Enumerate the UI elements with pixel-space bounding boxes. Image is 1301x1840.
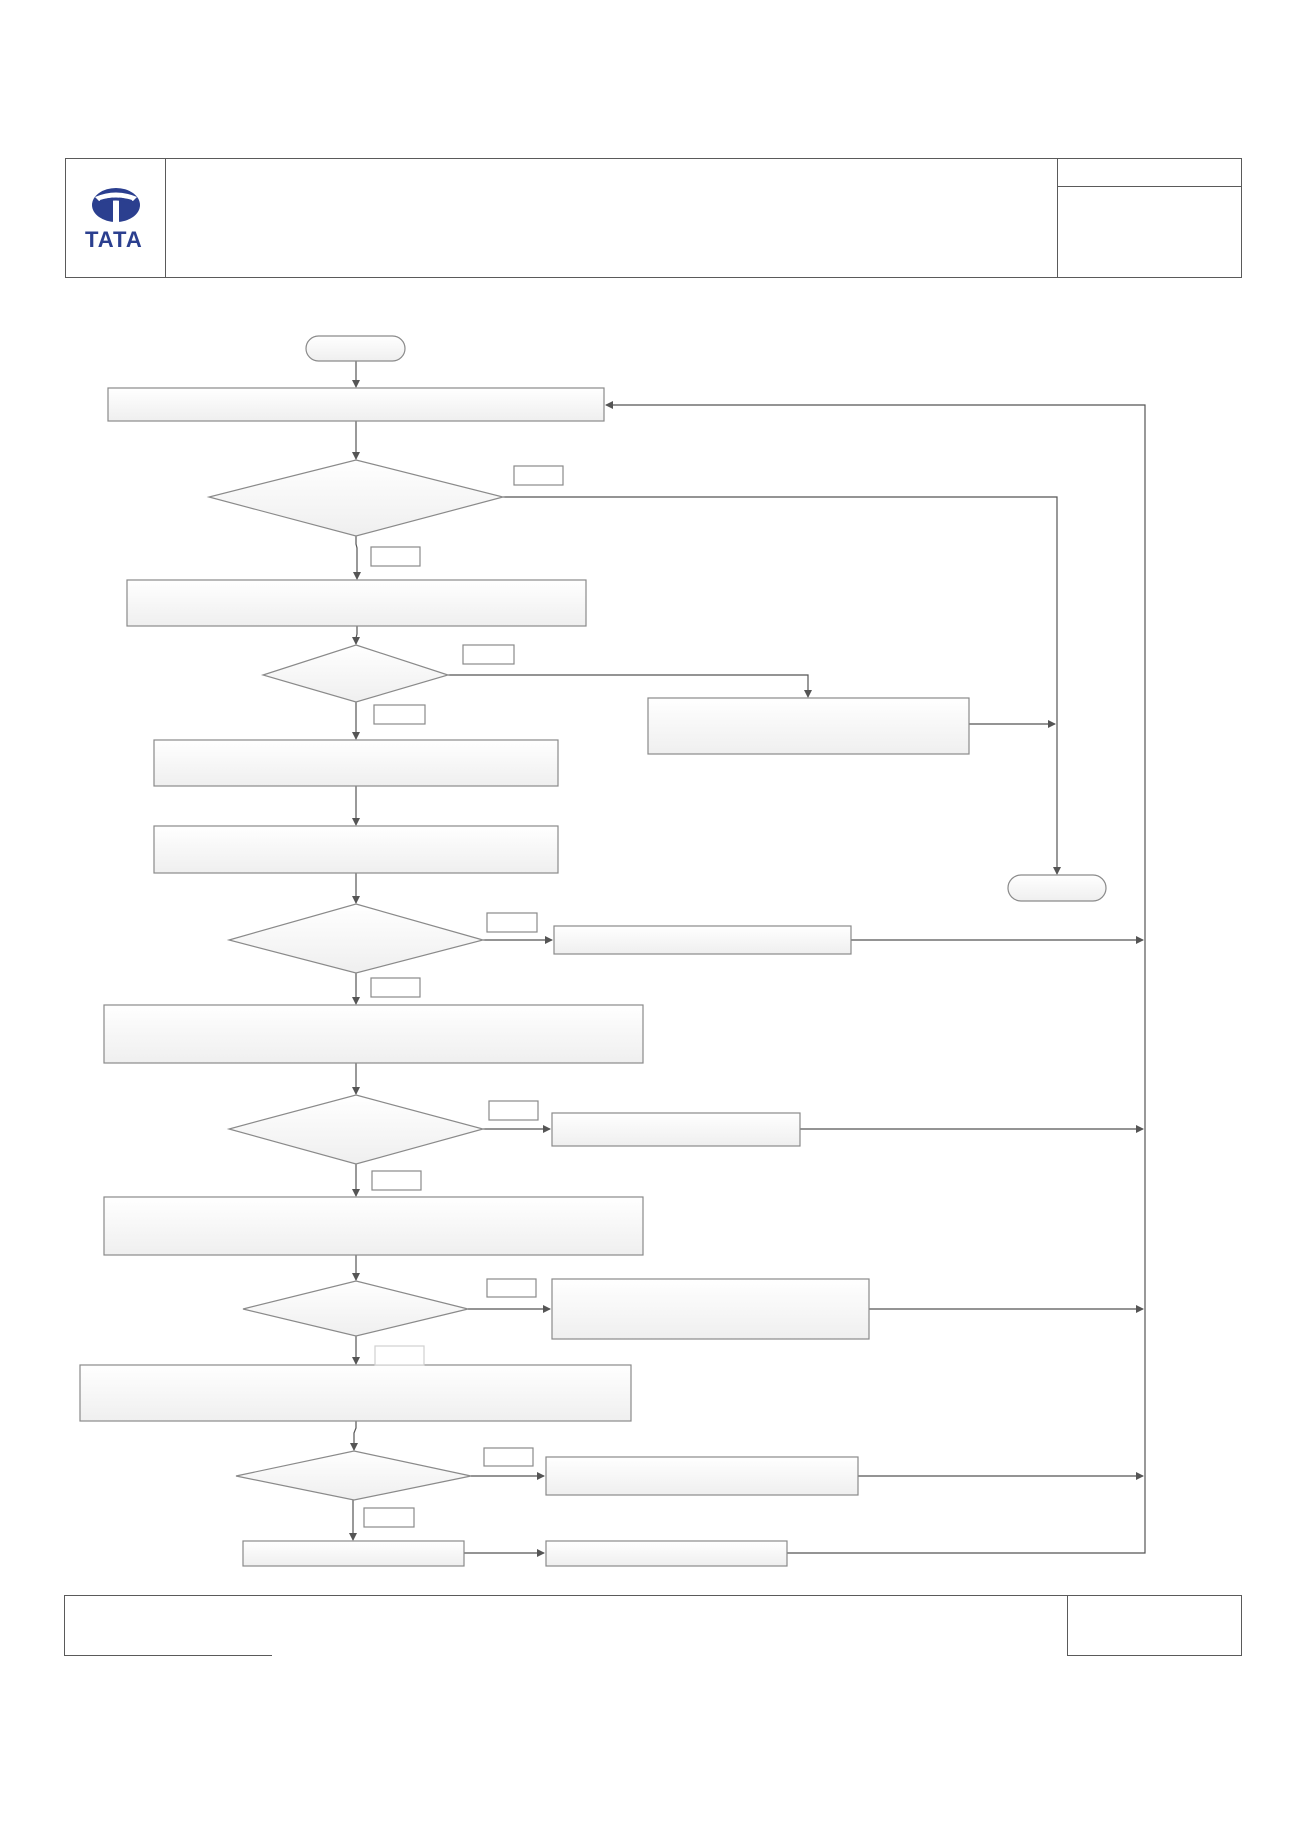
process-step-4 xyxy=(153,825,559,874)
decision-4 xyxy=(226,1094,486,1165)
label-decision1-yes xyxy=(370,546,421,567)
label-decision4-no xyxy=(488,1100,539,1121)
process-step-2 xyxy=(126,579,587,627)
label-decision4-yes xyxy=(371,1170,422,1191)
logo-wordmark: TATA xyxy=(85,227,143,252)
connector-lines xyxy=(349,361,1146,1557)
start-terminator xyxy=(305,335,406,362)
edge-decision1-no xyxy=(503,496,1061,875)
label-decision3-yes xyxy=(370,977,421,998)
label-decision3-no xyxy=(486,912,538,933)
header-revision-cell xyxy=(1057,186,1242,278)
process-step-1 xyxy=(107,387,605,422)
footer-left-cell xyxy=(64,1595,273,1656)
label-decision6-yes xyxy=(363,1507,415,1528)
label-decision5-yes xyxy=(374,1345,425,1366)
side-process-6 xyxy=(545,1540,788,1567)
side-process-3 xyxy=(551,1112,801,1147)
footer-right-cell xyxy=(1067,1595,1242,1656)
decision-2 xyxy=(260,644,451,703)
edge-return-loop xyxy=(605,401,1146,1554)
process-step-5 xyxy=(103,1004,644,1064)
side-process-5 xyxy=(545,1456,859,1496)
tata-logo-icon xyxy=(92,188,140,222)
side-process-2 xyxy=(553,925,852,955)
label-decision2-no xyxy=(462,644,515,665)
edge-step7-to-decision6 xyxy=(350,1421,358,1451)
process-step-7 xyxy=(79,1364,632,1422)
side-process-1 xyxy=(647,697,970,755)
header-title-cell xyxy=(165,158,1058,278)
process-step-6 xyxy=(103,1196,644,1256)
process-step-final xyxy=(242,1540,465,1567)
edge-label-boxes xyxy=(363,465,564,1528)
side-process-4 xyxy=(551,1278,870,1340)
decision-3 xyxy=(226,903,486,974)
label-decision1-no xyxy=(513,465,564,486)
label-decision6-no xyxy=(483,1447,534,1467)
edge-step2-to-decision2 xyxy=(352,626,360,645)
edge-decision1-yes xyxy=(353,536,361,580)
end-terminator xyxy=(1007,874,1107,902)
footer-middle-cell xyxy=(272,1595,1068,1656)
decision-5 xyxy=(242,1280,469,1337)
edge-decision2-no xyxy=(448,674,812,698)
decision-6 xyxy=(235,1450,472,1501)
flow-nodes xyxy=(79,335,1107,1567)
label-decision5-no xyxy=(486,1278,537,1298)
decision-1 xyxy=(206,459,506,537)
header-logo-cell: TATA xyxy=(65,158,166,278)
label-decision2-yes xyxy=(373,704,426,725)
process-step-3 xyxy=(153,739,559,787)
